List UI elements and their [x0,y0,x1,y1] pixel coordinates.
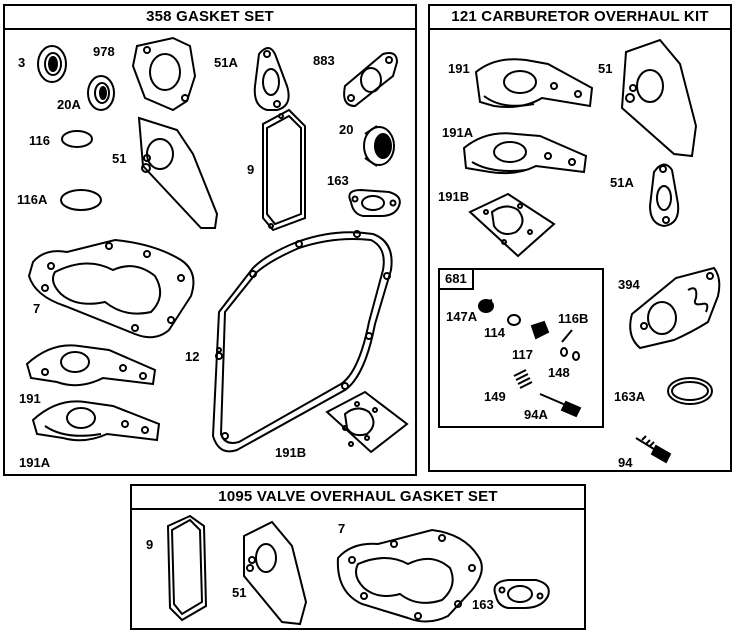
carburetor-kit-panel: 121 CARBURETOR OVERHAUL KIT [428,4,732,472]
part-191a-gasket [33,401,159,440]
part-191b-gasket [327,392,407,452]
gasket-set-title: 358 GASKET SET [5,6,415,30]
label-part-20a: 20A [57,97,81,112]
part-883-gasket [344,53,397,106]
label-part-51a: 51A [214,55,238,70]
part-51-gasket [622,40,696,156]
label-part-163a: 163A [614,389,646,404]
part-191-gasket [27,345,155,385]
label-part-163: 163 [472,597,494,612]
gasket-set-drawings [5,6,419,478]
part-117-needle-seat [532,322,548,338]
subkit-681-drawings [440,270,606,430]
part-94a-needle [540,394,580,416]
label-part-116b: 116B [558,311,589,326]
part-9-gasket [168,516,206,620]
label-part-191: 191 [448,61,470,76]
part-51a-gasket [650,164,678,226]
part-191-gasket [476,59,592,107]
label-part-20: 20 [339,122,354,137]
part-116-o-ring [62,131,92,147]
label-part-116: 116 [29,133,50,148]
part-978-oil-seal [88,76,114,110]
part-191a-gasket [464,133,586,173]
part-7-head-gasket [338,530,482,622]
part-163-gasket [495,580,549,608]
part-163a-ring [668,378,712,404]
label-part-149: 149 [484,389,506,404]
part-51a-gasket [255,48,289,110]
valve-kit-title: 1095 VALVE OVERHAUL GASKET SET [132,486,584,510]
label-part-51: 51 [112,151,127,166]
label-part-394: 394 [618,277,640,292]
part-148-o-rings [561,348,579,360]
valve-kit-panel: 1095 VALVE OVERHAUL GASKET SET 9 51 [130,484,586,630]
label-part-7: 7 [338,521,346,536]
label-part-3: 3 [18,55,26,70]
part-9-gasket [263,110,305,230]
label-part-978: 978 [93,44,115,59]
part-147a-jet [479,300,493,312]
part-20-seal [364,126,394,166]
label-part-191: 191 [19,391,41,406]
part-12-crankcase-gasket [213,231,392,451]
label-part-191a: 191A [442,125,474,140]
label-part-94: 94 [618,455,633,470]
label-part-51a: 51A [610,175,634,190]
carburetor-kit-drawings [430,6,734,474]
part-7-head-gasket [29,240,193,337]
label-part-191b: 191B [438,189,470,204]
label-part-94a: 94A [524,407,548,422]
part-191b-gasket [470,194,554,256]
part-94-screw [636,436,670,462]
label-part-9: 9 [146,537,154,552]
part-394-gasket [630,268,719,348]
label-part-116a: 116A [17,192,48,207]
label-part-114: 114 [484,325,505,340]
label-part-148: 148 [548,365,570,380]
label-part-191a: 191A [19,455,51,470]
label-part-51: 51 [598,61,613,76]
label-part-191b: 191B [275,445,307,460]
valve-kit-drawings [132,486,588,632]
carburetor-kit-title: 121 CARBURETOR OVERHAUL KIT [430,6,730,30]
part-51-gasket [244,522,306,624]
part-116b-pin [562,330,572,342]
gasket-set-panel: 358 GASKET SET [3,4,417,476]
label-part-7: 7 [33,301,41,316]
label-part-117: 117 [512,347,533,362]
part-51-gasket [139,118,217,228]
label-part-9: 9 [247,162,255,177]
label-part-51: 51 [232,585,247,600]
label-part-147a: 147A [446,309,478,324]
part-149-spring [514,370,532,388]
subkit-681-tag: 681 [440,270,474,290]
part-978-gasket [133,38,195,110]
part-116a-o-ring [61,190,101,210]
label-part-12: 12 [185,349,200,364]
label-part-883: 883 [313,53,335,68]
part-3-oil-seal [38,46,66,82]
label-part-163: 163 [327,173,349,188]
part-163-gasket [349,190,400,216]
part-114-washer [508,315,520,325]
subkit-681-box: 681 [438,268,604,428]
